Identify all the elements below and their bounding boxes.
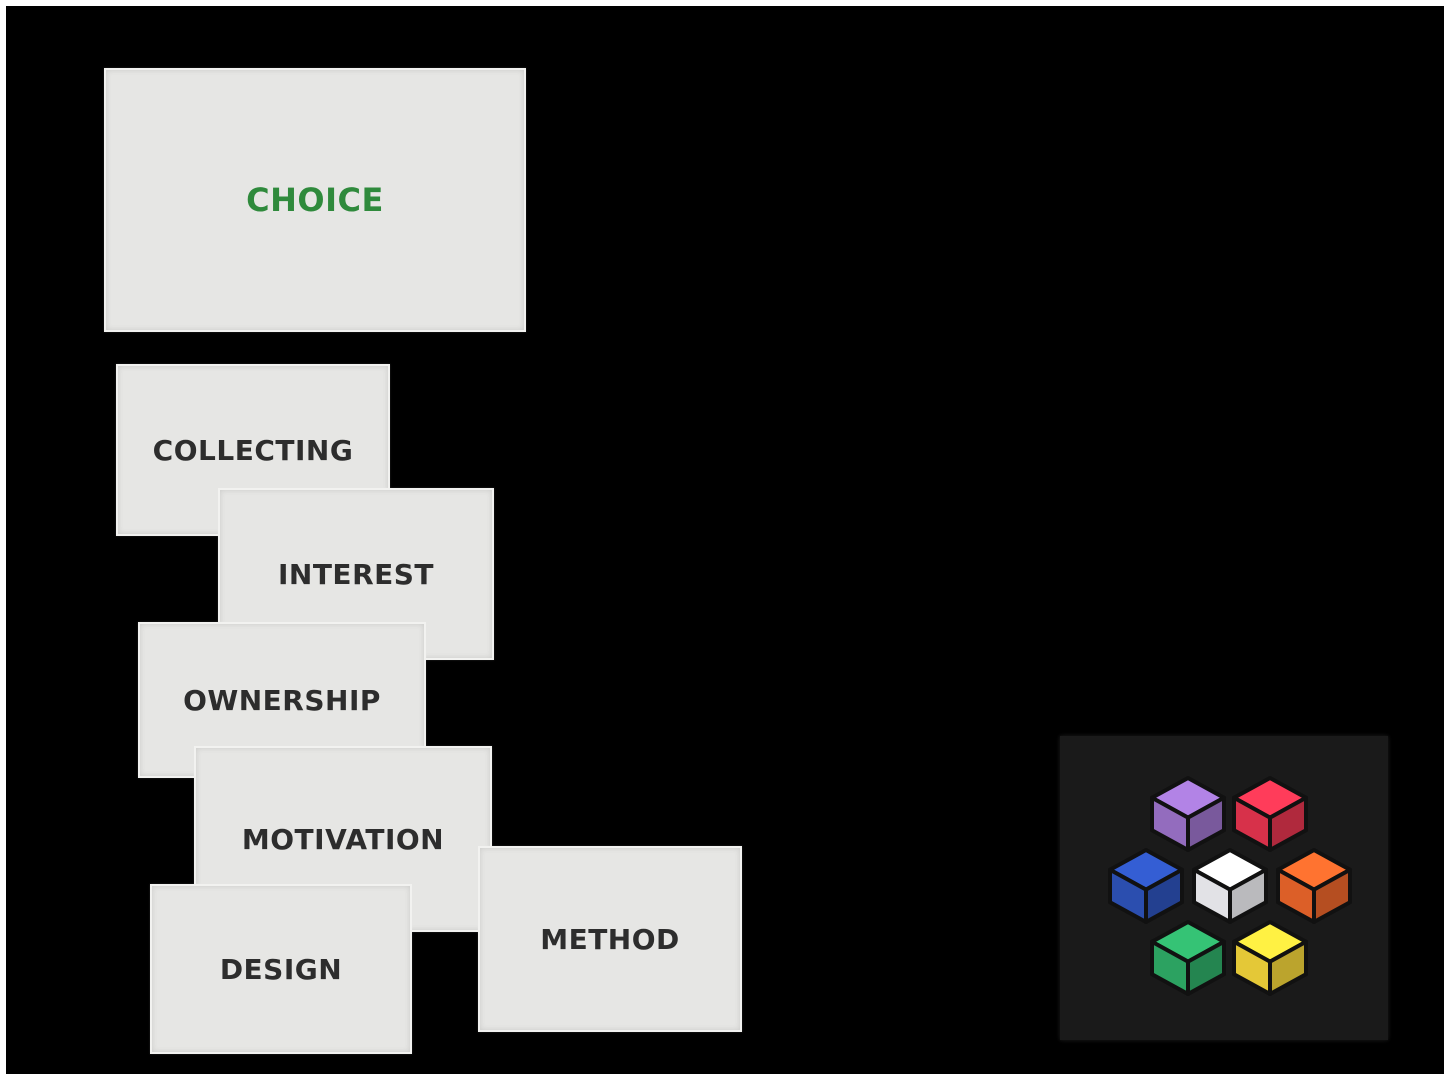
interest-label: INTEREST [277,557,435,591]
cube-white-icon [1192,848,1268,924]
motivation-label: MOTIVATION [241,822,445,856]
diagram-canvas: CHOICE COLLECTING INTEREST OWNERSHIP MOT… [6,6,1444,1074]
choice-card: CHOICE [104,68,526,332]
choice-label: CHOICE [246,181,384,219]
collecting-label: COLLECTING [152,433,354,467]
hexagon-cubes-logo-icon [1108,776,1352,996]
cube-red-icon [1232,776,1308,852]
cubes-logo-box [1060,736,1388,1040]
cube-blue-icon [1108,848,1184,924]
method-label: METHOD [540,922,680,956]
cube-purple-icon [1150,776,1226,852]
cube-green-icon [1150,920,1226,996]
ownership-label: OWNERSHIP [183,683,381,717]
design-card: DESIGN [150,884,412,1054]
cube-yellow-icon [1232,920,1308,996]
cube-orange-icon [1276,848,1352,924]
design-label: DESIGN [219,952,343,986]
method-card: METHOD [478,846,742,1032]
